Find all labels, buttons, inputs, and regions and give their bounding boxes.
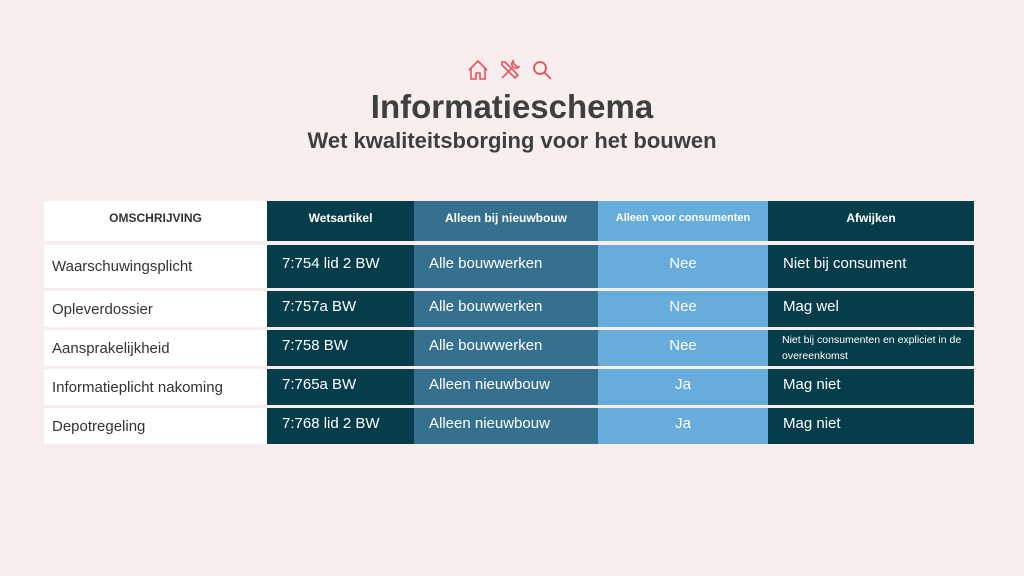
table-cell: Mag wel xyxy=(768,291,974,327)
table-cell: 7:758 BW xyxy=(267,330,414,366)
table-cell: Ja xyxy=(598,369,768,405)
table-cell: Nee xyxy=(598,291,768,327)
table-cell: Waarschuwingsplicht xyxy=(44,245,267,288)
header-icons xyxy=(466,58,554,82)
table-cell: Alle bouwwerken xyxy=(414,245,598,288)
table-cell: Nee xyxy=(598,330,768,366)
table-cell: Niet bij consument xyxy=(768,245,974,288)
table-cell: Mag niet xyxy=(768,408,974,444)
table-cell: Nee xyxy=(598,245,768,288)
tools-icon xyxy=(501,59,521,80)
table-cell: Alle bouwwerken xyxy=(414,291,598,327)
table-cell: Alleen nieuwbouw xyxy=(414,408,598,444)
table-cell: Niet bij consumenten en expliciet in de … xyxy=(768,330,974,366)
table-cell: 7:757a BW xyxy=(267,291,414,327)
column-header: Afwijken xyxy=(768,201,974,241)
column-header: OMSCHRIJVING xyxy=(44,201,267,241)
search-icon xyxy=(533,61,552,80)
table-cell: Ja xyxy=(598,408,768,444)
column-header: Alleen bij nieuwbouw xyxy=(414,201,598,241)
table-cell: Opleverdossier xyxy=(44,291,267,327)
table-cell: Depotregeling xyxy=(44,408,267,444)
column-header: Wetsartikel xyxy=(267,201,414,241)
table-cell: Informatieplicht nakoming xyxy=(44,369,267,405)
table-cell: Aansprakelijkheid xyxy=(44,330,267,366)
info-table: OMSCHRIJVING Wetsartikel Alleen bij nieu… xyxy=(44,201,975,447)
table-header: OMSCHRIJVING Wetsartikel Alleen bij nieu… xyxy=(44,201,975,241)
table-cell: 7:765a BW xyxy=(267,369,414,405)
table-cell: 7:768 lid 2 BW xyxy=(267,408,414,444)
column-header: Alleen voor consumenten xyxy=(598,201,768,241)
table-cell: Alle bouwwerken xyxy=(414,330,598,366)
home-icon xyxy=(468,59,488,80)
page-subtitle: Wet kwaliteitsborging voor het bouwen xyxy=(307,128,717,153)
page-title: Informatieschema xyxy=(370,88,654,125)
table-cell: 7:754 lid 2 BW xyxy=(267,245,414,288)
table-cell: Mag niet xyxy=(768,369,974,405)
table-cell: Alleen nieuwbouw xyxy=(414,369,598,405)
